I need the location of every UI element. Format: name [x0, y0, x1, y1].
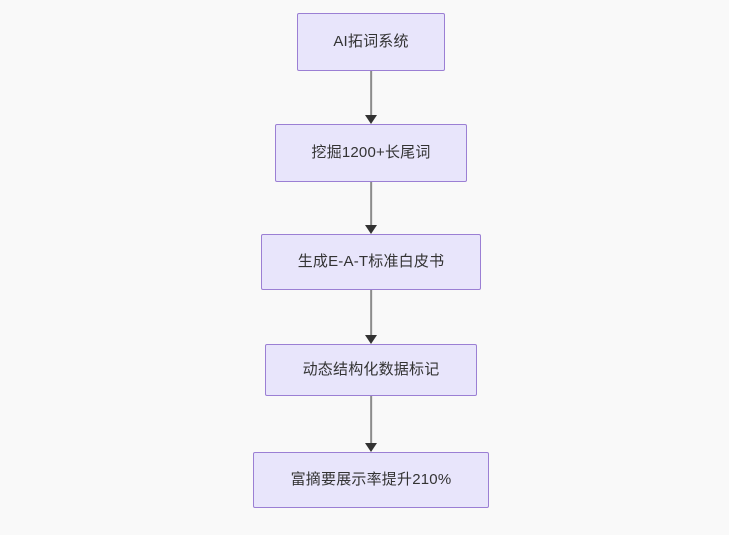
flow-node-label: 挖掘1200+长尾词 — [311, 144, 431, 161]
flow-node-rich-snippet-impression-lift[interactable]: 富摘要展示率提升210% — [253, 452, 489, 508]
edge-n3-n4 — [364, 290, 378, 344]
edge-n2-n3 — [364, 182, 378, 234]
arrow-head-icon — [365, 225, 377, 234]
edge-line — [370, 396, 372, 444]
arrow-head-icon — [365, 443, 377, 452]
flow-node-dynamic-structured-data-markup[interactable]: 动态结构化数据标记 — [265, 344, 477, 396]
edge-n1-n2 — [364, 71, 378, 124]
edge-n4-n5 — [364, 396, 378, 452]
edge-line — [370, 71, 372, 116]
flow-node-generate-eat-whitepaper[interactable]: 生成E-A-T标准白皮书 — [261, 234, 481, 290]
edge-line — [370, 290, 372, 336]
flow-node-label: 动态结构化数据标记 — [302, 361, 440, 378]
flow-node-label: 生成E-A-T标准白皮书 — [297, 253, 445, 270]
edge-line — [370, 182, 372, 226]
flow-node-label: AI拓词系统 — [333, 33, 409, 50]
flow-node-mine-longtail-keywords[interactable]: 挖掘1200+长尾词 — [275, 124, 467, 182]
flow-node-label: 富摘要展示率提升210% — [290, 471, 452, 488]
arrow-head-icon — [365, 335, 377, 344]
arrow-head-icon — [365, 115, 377, 124]
flow-node-ai-keyword-system[interactable]: AI拓词系统 — [297, 13, 445, 71]
